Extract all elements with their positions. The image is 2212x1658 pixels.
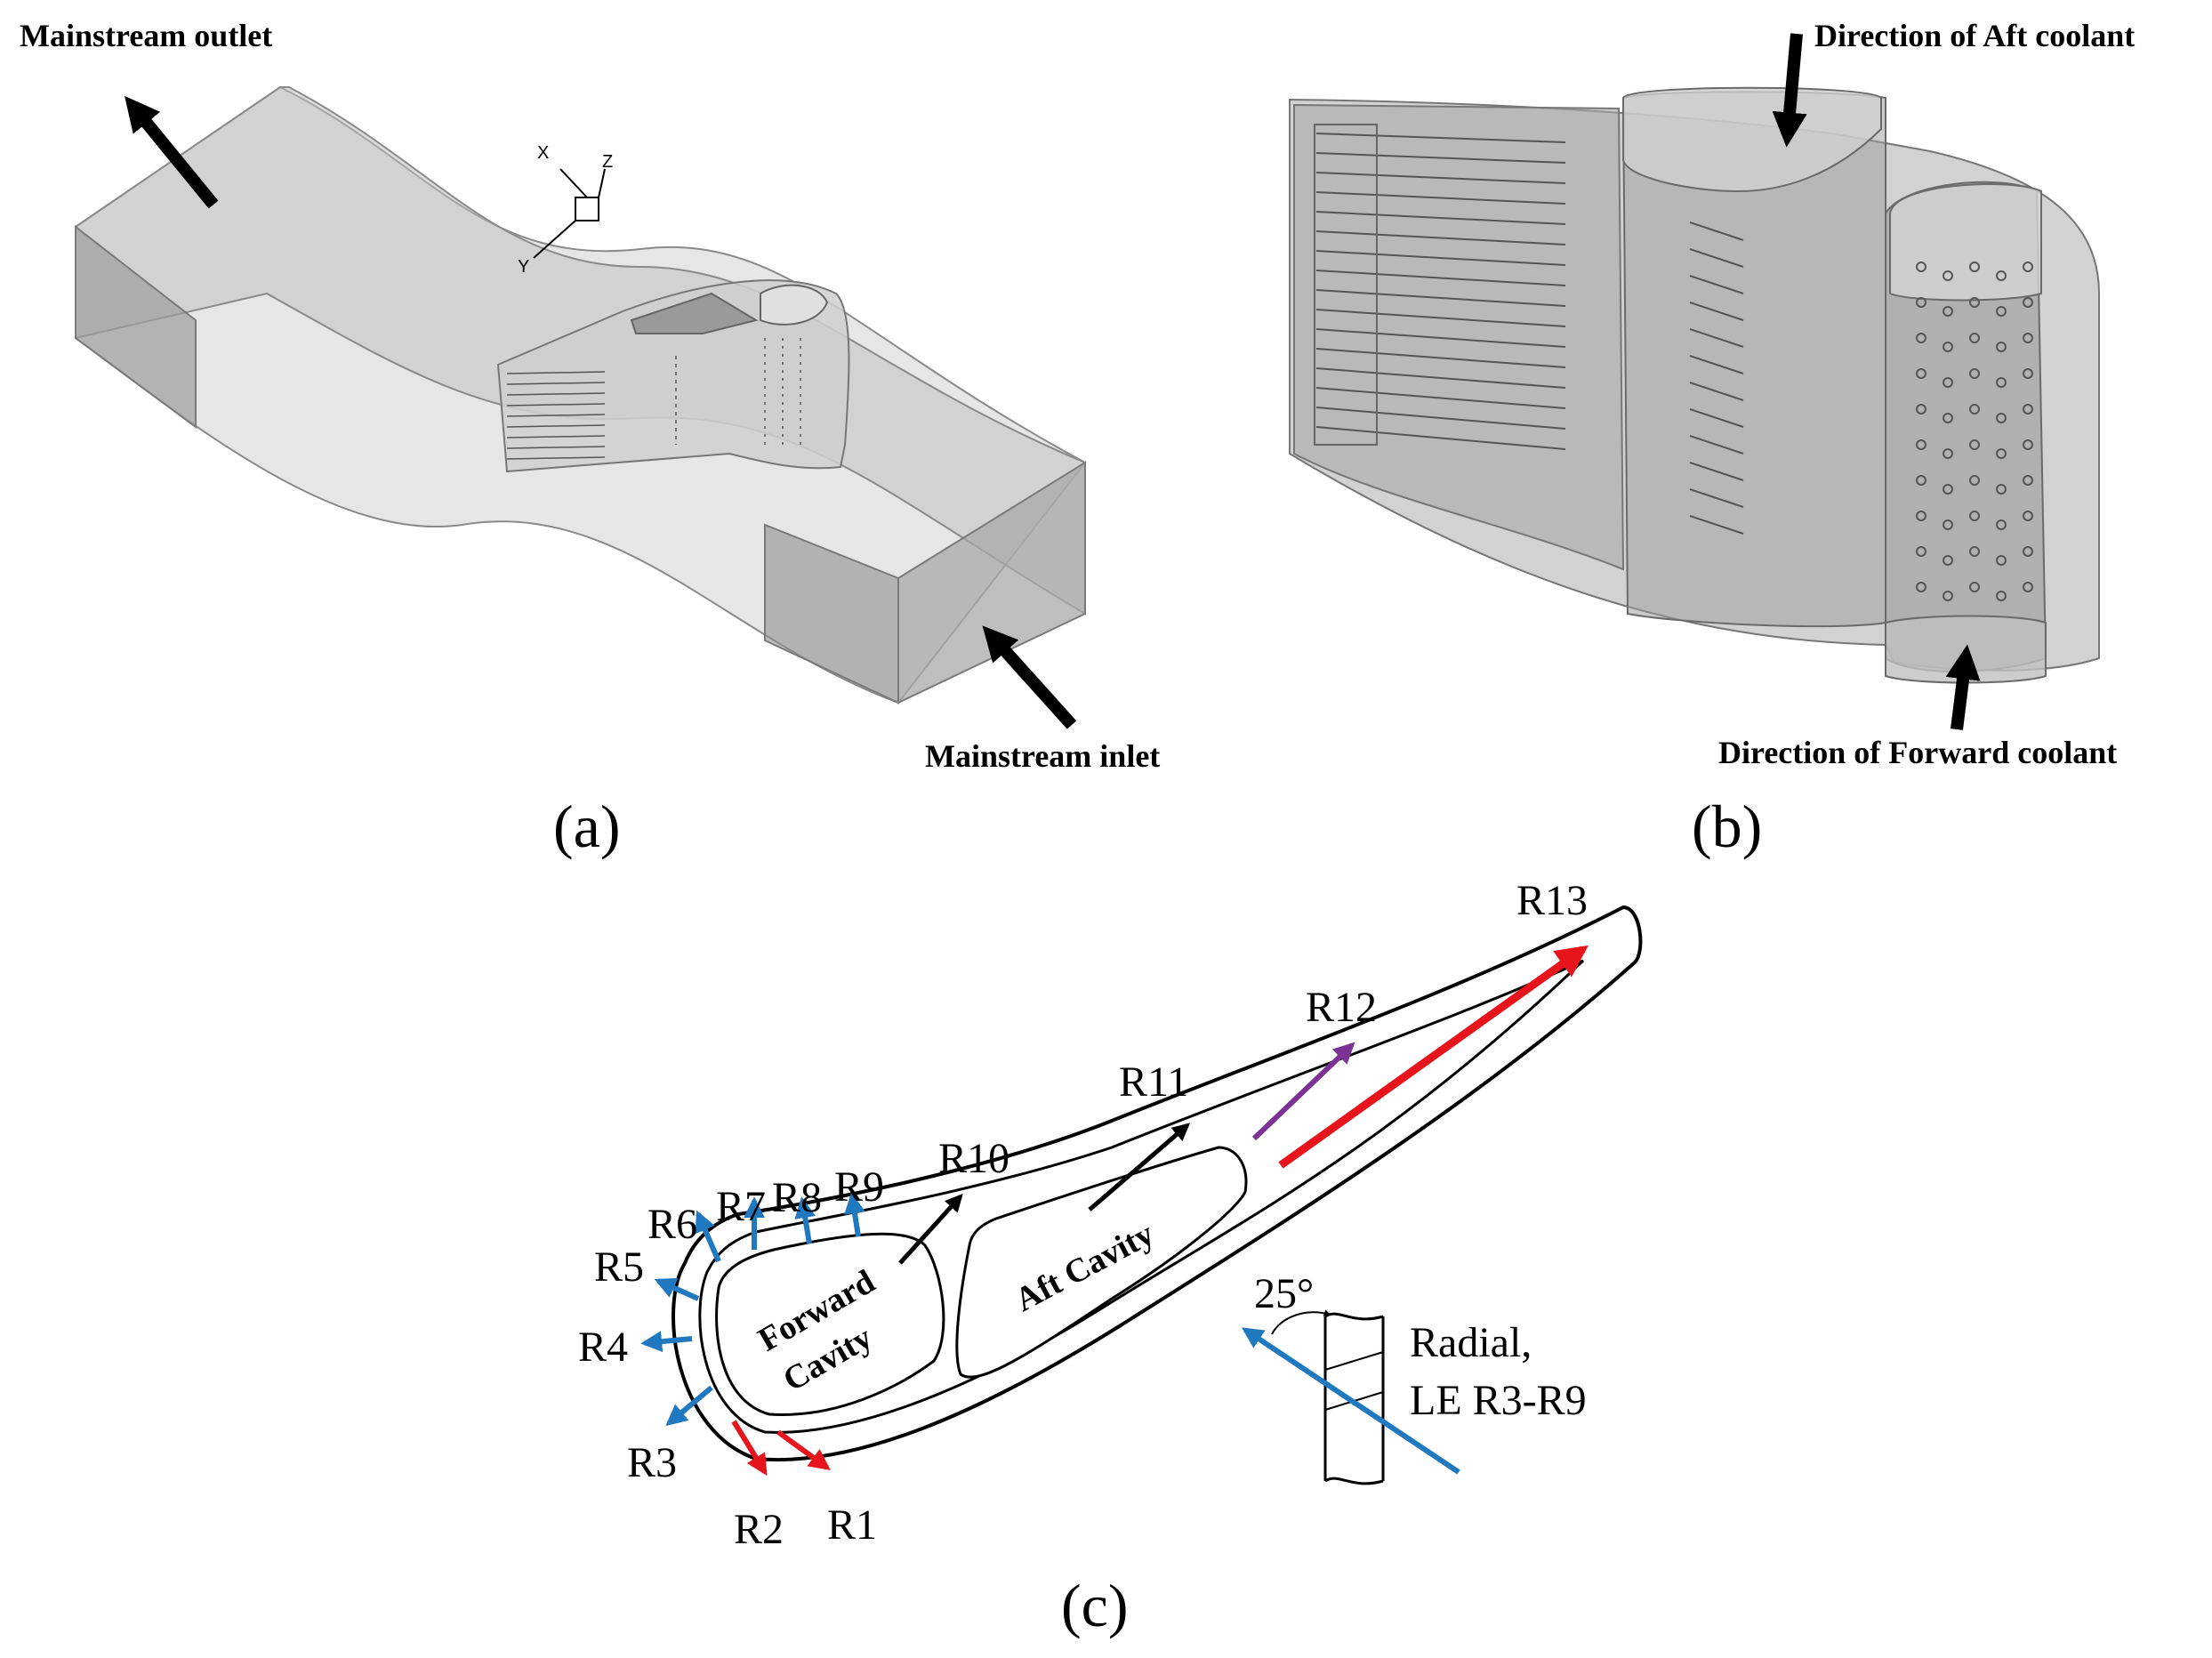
outlet-arrow	[125, 95, 219, 209]
row-label-r4: R4	[578, 1324, 628, 1371]
row-arrow-r9	[844, 1192, 865, 1237]
inlet-face-side	[764, 523, 899, 704]
blade-a-fwd-cavity	[760, 284, 829, 326]
row-arrow-r6	[695, 1210, 721, 1263]
row-label-r8: R8	[772, 1174, 822, 1221]
row-arrow-r2	[731, 1420, 768, 1477]
row-label-r6: R6	[648, 1201, 697, 1248]
row-arrow-r13	[1278, 945, 1589, 1169]
row-label-r3: R3	[627, 1439, 677, 1486]
forward-coolant-arrow	[1945, 644, 1981, 730]
aft-coolant-label: Direction of Aft coolant	[1814, 18, 2135, 53]
axis-triad: X Z Y	[518, 143, 613, 277]
row-label-r7: R7	[716, 1183, 766, 1230]
row-arrow-r1	[776, 1429, 831, 1470]
forward-cavity	[715, 1232, 945, 1416]
blade-b-te-slots	[1314, 124, 1566, 450]
radial-label-1: Radial,	[1410, 1319, 1532, 1366]
blade-b-fwd-holes	[1916, 262, 2033, 601]
axis-cube	[575, 197, 599, 221]
panel-b: Direction of Aft coolant Direction of Fo…	[1289, 18, 2135, 860]
row-arrow-r10	[898, 1194, 963, 1265]
panel-a-label: (a)	[553, 793, 620, 860]
outlet-face	[75, 224, 197, 429]
row-label-r5: R5	[594, 1244, 644, 1291]
blade-b-aft-top	[1622, 86, 1882, 193]
axis-x-label: X	[537, 143, 549, 163]
panel-b-label: (b)	[1692, 793, 1762, 860]
angle-arc	[1271, 1309, 1331, 1335]
row-label-r2: R2	[734, 1506, 784, 1553]
blade-a-holes	[506, 338, 801, 460]
aft-cavity	[955, 1146, 1248, 1379]
row-arrow-r12	[1251, 1042, 1355, 1141]
row-label-r11: R11	[1119, 1058, 1188, 1106]
blade-a-aft-cavity	[630, 292, 759, 334]
panel-c: Forward Cavity Aft Cavity R1 R2 R3 R4 R5…	[578, 877, 1643, 1639]
row-arrow-r3	[665, 1385, 713, 1427]
row-label-r12: R12	[1306, 984, 1377, 1031]
radial-label-2: LE R3-R9	[1410, 1377, 1587, 1424]
inlet-arrow	[982, 625, 1077, 729]
panel-a: X Z Y Mainstream outlet Mainstream inlet…	[20, 18, 1160, 860]
row-label-r13: R13	[1516, 877, 1588, 924]
row-label-r9: R9	[834, 1163, 884, 1211]
axis-z-label: Z	[602, 152, 613, 172]
outlet-label: Mainstream outlet	[20, 18, 272, 53]
radial-angle-inset: 25° Radial, LE R3-R9	[1242, 1270, 1587, 1485]
aft-coolant-arrow	[1772, 33, 1807, 148]
angle-label: 25°	[1254, 1270, 1314, 1317]
inlet-label: Mainstream inlet	[925, 738, 1160, 774]
row-label-r1: R1	[827, 1501, 877, 1549]
radial-wall	[1323, 1312, 1385, 1485]
row-label-r10: R10	[938, 1135, 1009, 1182]
panel-c-label: (c)	[1061, 1572, 1128, 1639]
blade-b-fwd-top	[1889, 183, 2042, 302]
forward-coolant-label: Direction of Forward coolant	[1718, 735, 2117, 770]
row-arrow-r8	[794, 1196, 816, 1244]
row-arrow-r11	[1088, 1123, 1191, 1211]
row-arrow-r4	[640, 1331, 693, 1353]
row-arrow-r5	[654, 1277, 700, 1301]
radial-direction-arrow	[1242, 1327, 1460, 1475]
blade-a	[496, 279, 850, 473]
axis-y-label: Y	[518, 257, 529, 277]
blade-b-aft-holes	[1689, 221, 1744, 535]
